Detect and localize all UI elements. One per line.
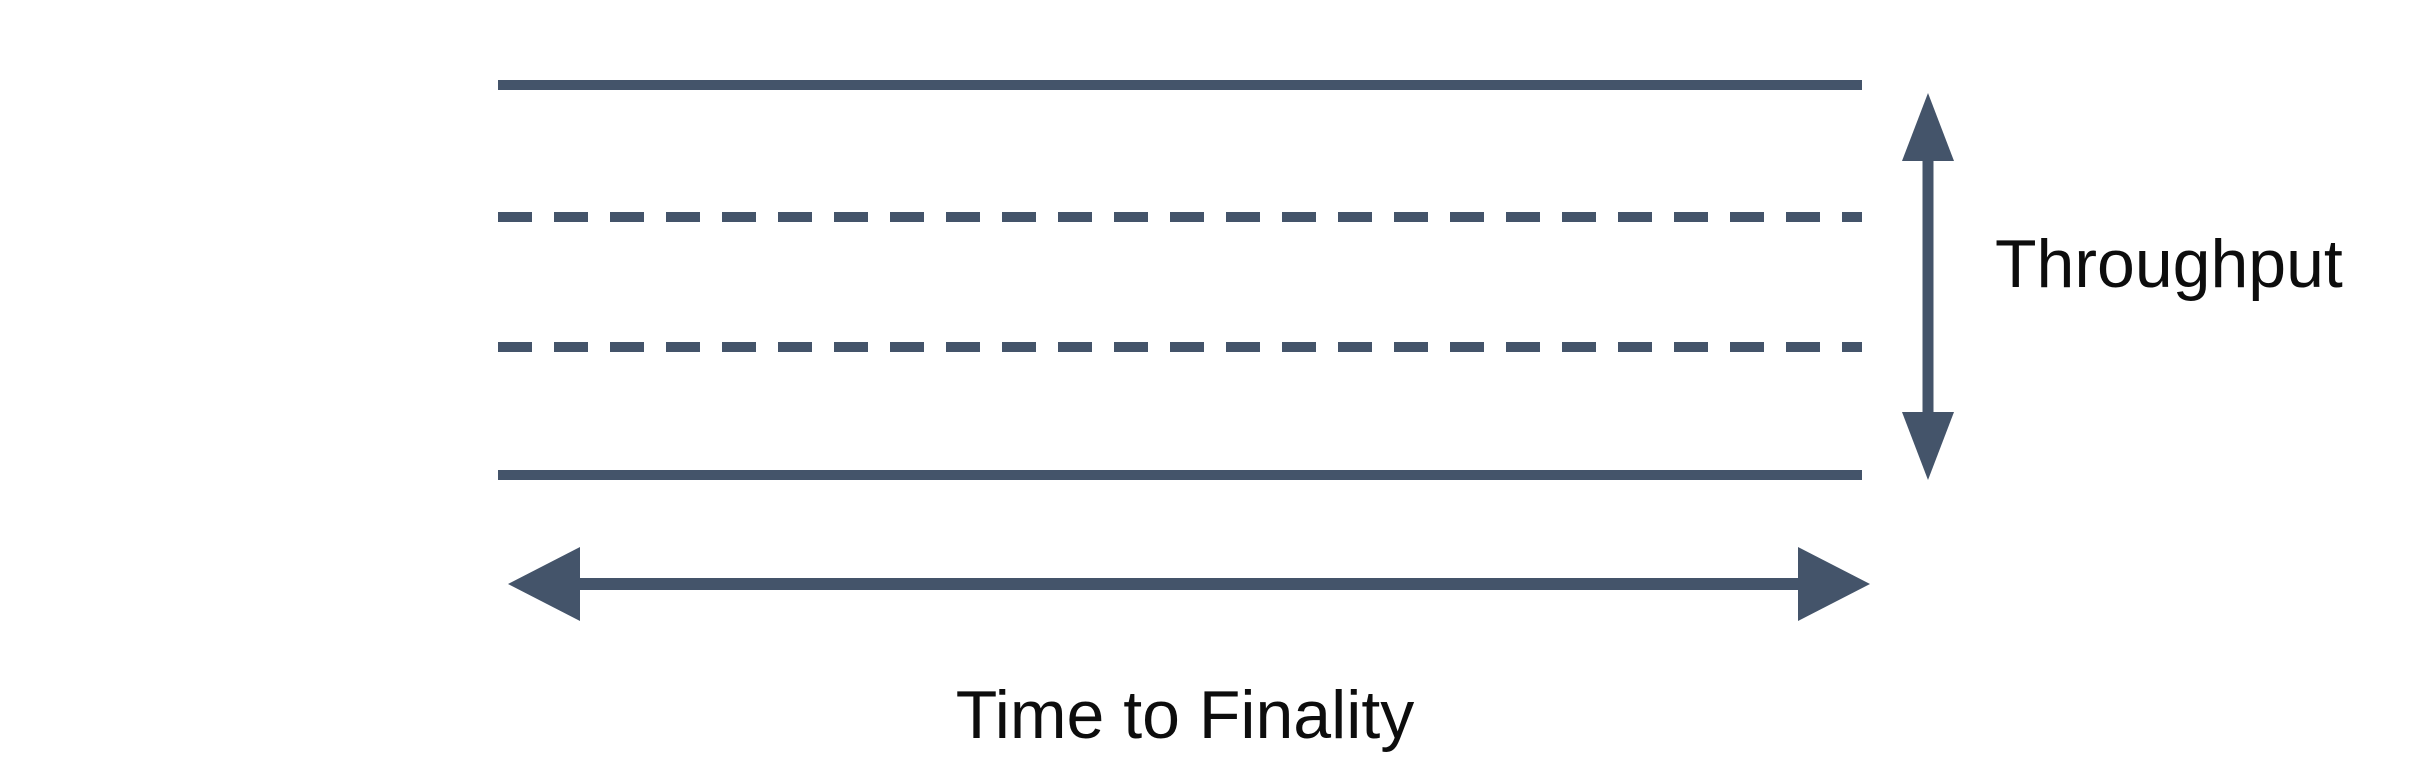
- throughput-arrow-head-up-icon: [1902, 93, 1954, 161]
- throughput-label: Throughput: [1995, 226, 2343, 302]
- throughput-arrow-shaft: [1922, 159, 1934, 414]
- time-to-finality-arrow-shaft: [578, 578, 1800, 590]
- throughput-arrow-head-down-icon: [1902, 412, 1954, 480]
- time-to-finality-arrow: [508, 547, 1870, 621]
- time-to-finality-label: Time to Finality: [956, 677, 1414, 753]
- throughput-arrow: [1902, 93, 1954, 480]
- time-to-finality-arrow-head-left-icon: [508, 547, 580, 621]
- time-to-finality-arrow-head-right-icon: [1798, 547, 1870, 621]
- lane-lines-group: [498, 80, 1862, 480]
